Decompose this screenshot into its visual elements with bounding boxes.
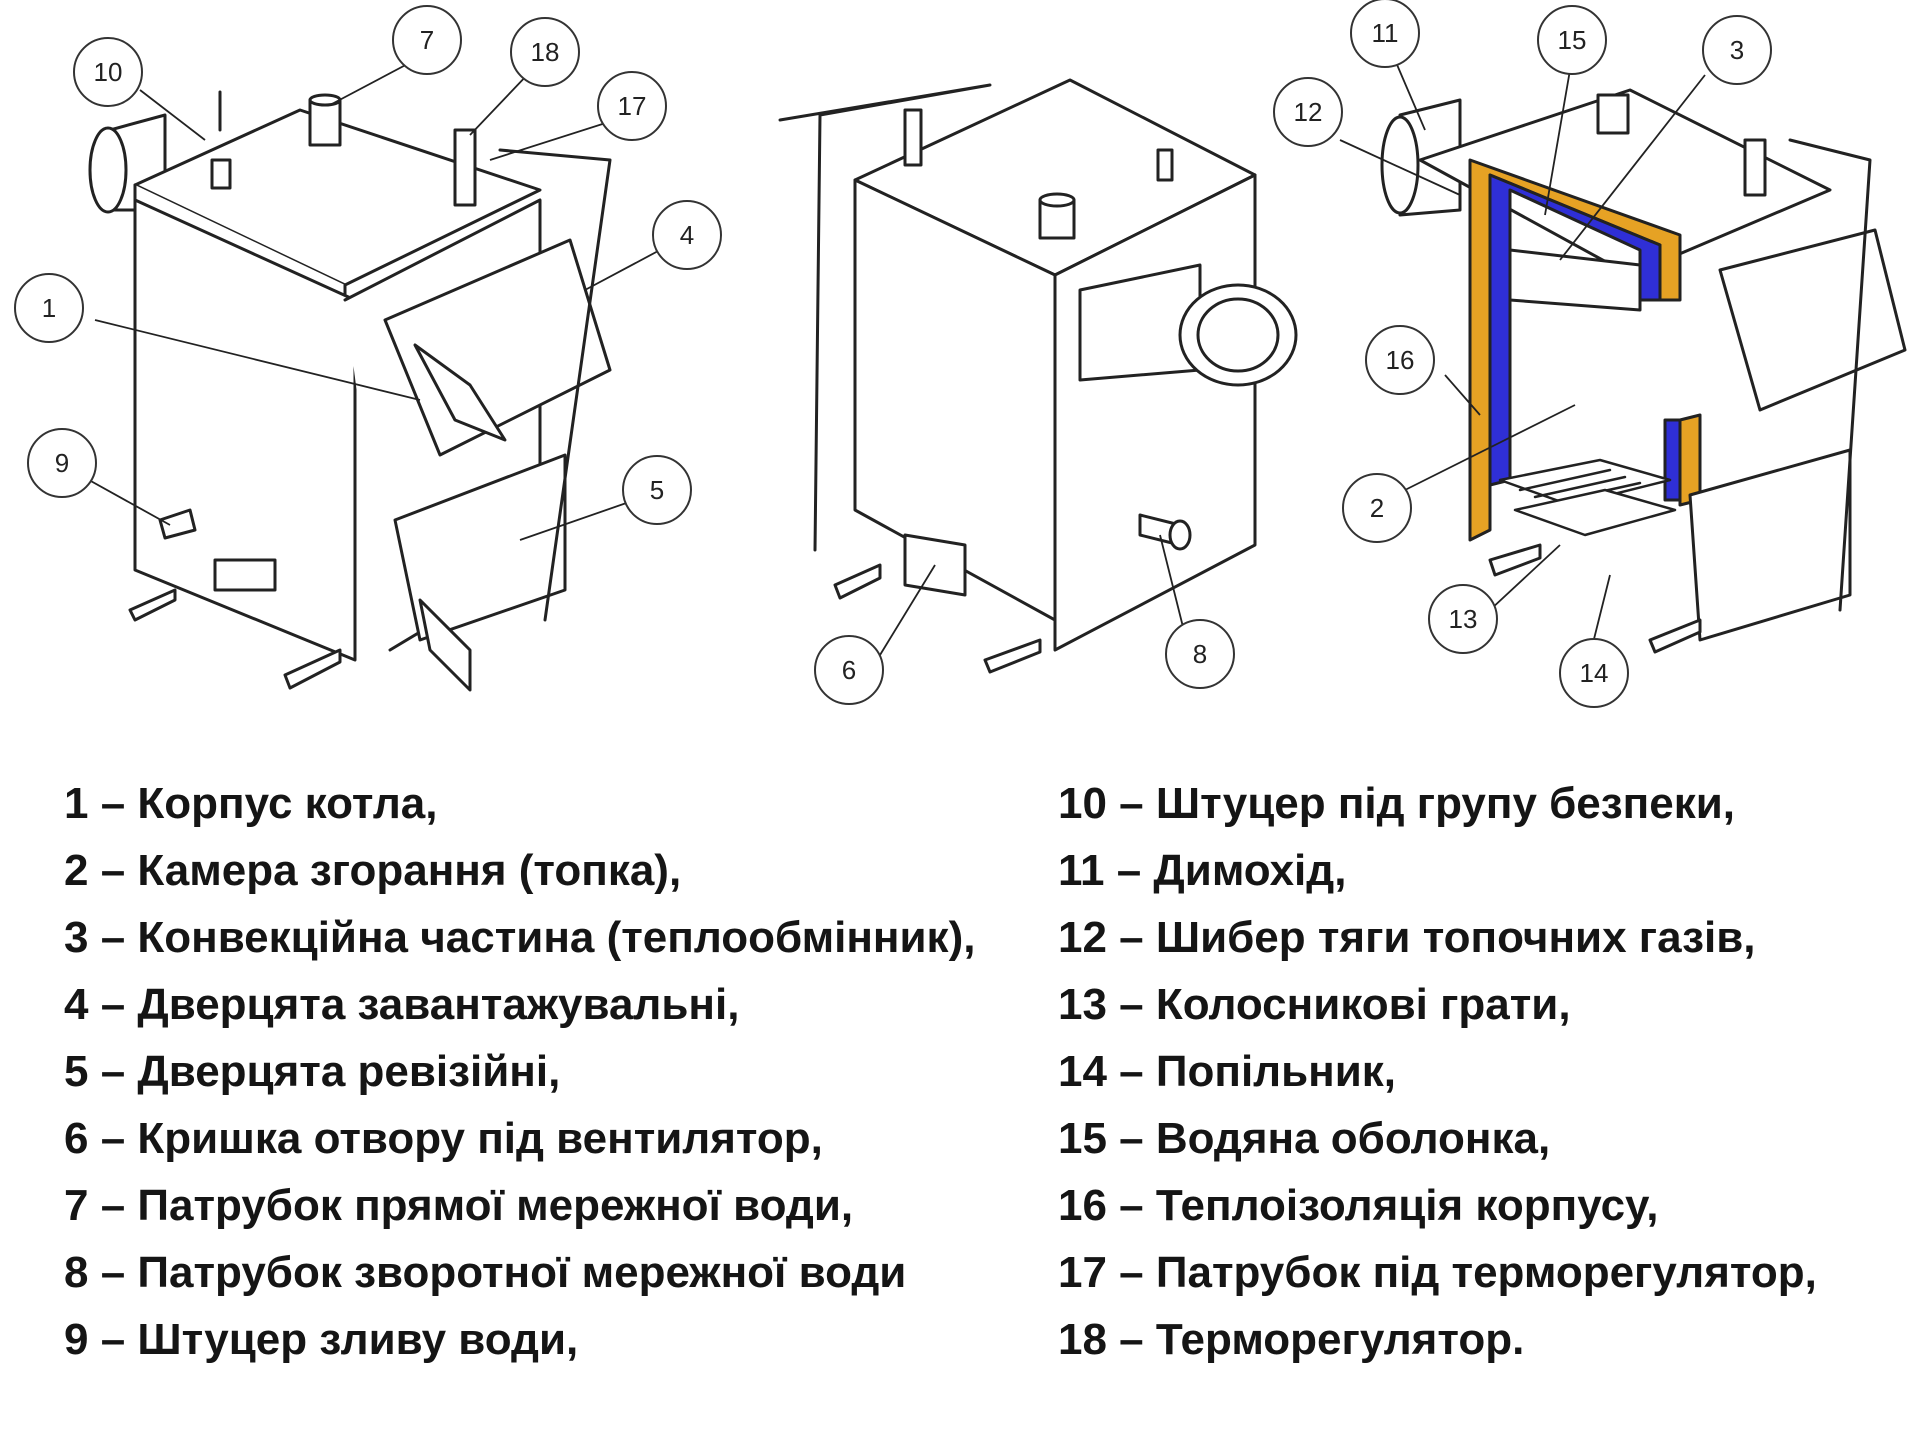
legend-item-14: 14 – Попільник, [1058,1047,1397,1096]
callout-4: 4 [680,220,694,250]
callout-2: 2 [1370,493,1384,523]
legend-item-6: 6 – Кришка отвору під вентилятор, [64,1114,823,1163]
legend-left-column: 1 – Корпус котла, 2 – Камера згорання (т… [64,770,975,1373]
callout-5: 5 [650,475,664,505]
legend-item-13: 13 – Колосникові грати, [1058,980,1571,1029]
legend-item-9: 9 – Штуцер зливу води, [64,1315,579,1364]
callout-18: 18 [531,37,560,67]
legend-item-11: 11 – Димохід, [1058,846,1347,895]
callout-7: 7 [420,25,434,55]
boiler-section-view [1380,88,1907,654]
callout-10: 10 [94,57,123,87]
legend-item-8: 8 – Патрубок зворотної мережної води [64,1248,907,1297]
callout-15: 15 [1558,25,1587,55]
callout-11: 11 [1372,18,1399,48]
callout-13: 13 [1449,604,1478,634]
boiler-diagram: 10 7 18 17 4 1 9 5 6 8 11 12 15 3 16 2 1… [14,0,1907,708]
legend-item-1: 1 – Корпус котла, [64,779,438,828]
legend-item-7: 7 – Патрубок прямої мережної води, [64,1181,854,1230]
boiler-rear-view [778,78,1298,674]
legend-item-3: 3 – Конвекційна частина (теплообмінник), [64,913,976,962]
legend-item-18: 18 – Терморегулятор. [1058,1315,1525,1364]
callout-14: 14 [1580,658,1609,688]
legend-item-2: 2 – Камера згорання (топка), [64,846,682,895]
callout-8: 8 [1193,639,1207,669]
legend-item-4: 4 – Дверцята завантажувальні, [64,980,740,1029]
leader-lines [79,59,1706,656]
legend-item-12: 12 – Шибер тяги топочних газів, [1058,913,1756,962]
legend-item-15: 15 – Водяна оболонка, [1058,1114,1551,1163]
callout-17: 17 [618,91,647,121]
boiler-front-view [88,90,612,692]
callout-3: 3 [1730,35,1744,65]
legend-item-10: 10 – Штуцер під групу безпеки, [1058,779,1735,828]
legend-item-5: 5 – Дверцята ревізійні, [64,1047,561,1096]
legend-right-column: 10 – Штуцер під групу безпеки, 11 – Димо… [1058,770,1817,1373]
callout-12: 12 [1294,97,1323,127]
legend-item-17: 17 – Патрубок під терморегулятор, [1058,1248,1817,1297]
callout-circles [14,0,1772,708]
callout-6: 6 [842,655,856,685]
legend-item-16: 16 – Теплоізоляція корпусу, [1058,1181,1659,1230]
callout-16: 16 [1386,345,1415,375]
callout-1: 1 [42,293,56,323]
callout-9: 9 [55,448,69,478]
